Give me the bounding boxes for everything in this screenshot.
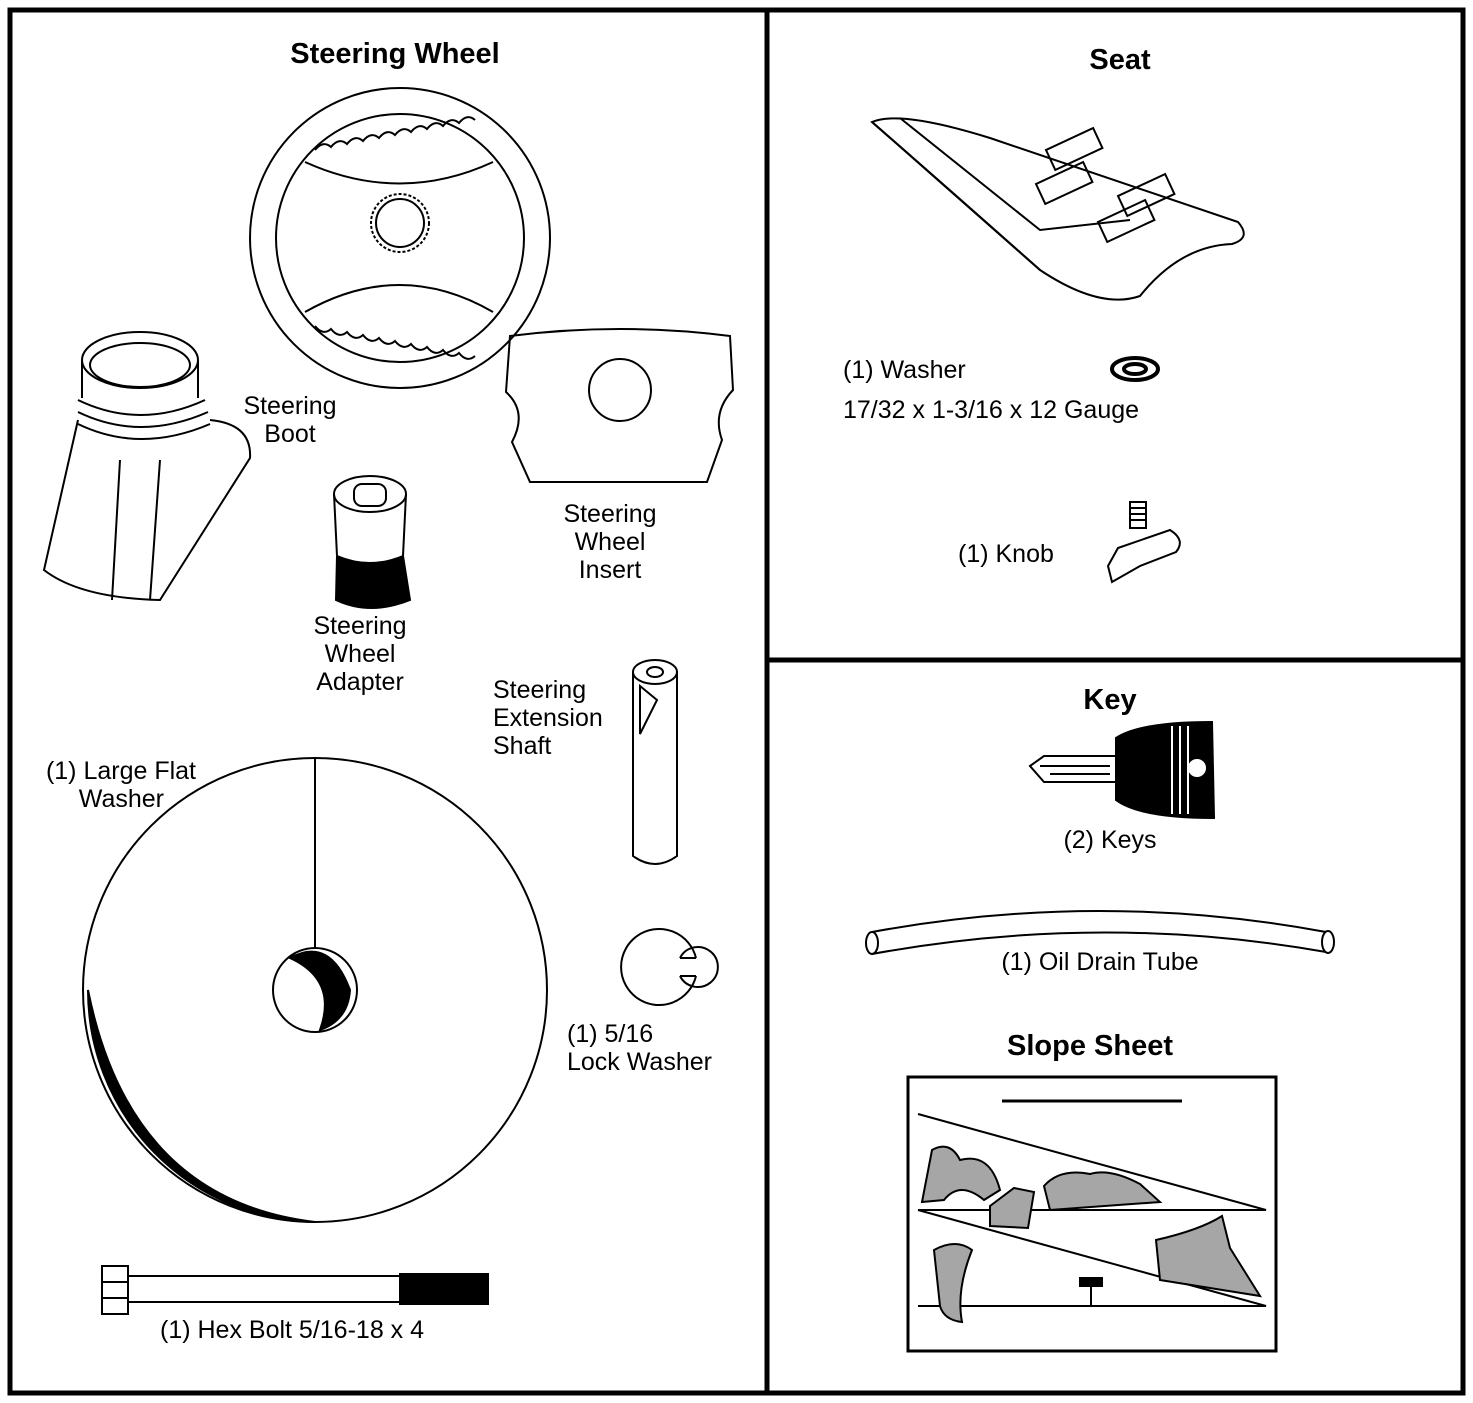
- knob-label: (1) Knob: [958, 540, 1054, 568]
- lock-washer-illustration: [620, 928, 719, 1006]
- key-title: Key: [1083, 684, 1137, 716]
- steering-boot-illustration: [42, 331, 252, 602]
- lock-washer-label: (1) 5/16 Lock Washer: [567, 1020, 712, 1076]
- knob-illustration: [1106, 501, 1181, 584]
- washer-illustration: [1110, 356, 1160, 382]
- hex-bolt-label: (1) Hex Bolt 5/16-18 x 4: [160, 1316, 425, 1344]
- steering-wheel-insert-label: Steering Wheel Insert: [540, 500, 680, 584]
- oil-drain-tube-label: (1) Oil Drain Tube: [1001, 948, 1199, 976]
- steering-extension-shaft-label-line-1: Steering: [493, 676, 587, 704]
- steering-boot-label: Steering Boot: [230, 392, 350, 448]
- steering-wheel-adapter-illustration: [333, 475, 412, 609]
- large-flat-washer-label-line-2: Washer: [78, 785, 164, 813]
- slope-sheet-title: Slope Sheet: [1007, 1030, 1173, 1062]
- steering-wheel-adapter-label-line-1: Steering: [313, 612, 407, 640]
- key-illustration: [1028, 720, 1216, 820]
- large-flat-washer-label-line-1: (1) Large Flat: [45, 757, 196, 785]
- large-flat-washer-illustration: [82, 757, 548, 1223]
- seat-title: Seat: [1089, 44, 1151, 76]
- washer-label: (1) Washer: [843, 356, 966, 384]
- steering-extension-shaft-label: Steering Extension Shaft: [493, 676, 603, 760]
- steering-wheel-adapter-label: Steering Wheel Adapter: [290, 612, 430, 696]
- steering-wheel-insert-label-line-2: Wheel: [574, 528, 646, 556]
- steering-wheel-adapter-label-line-3: Adapter: [316, 668, 404, 696]
- washer-spec-label: 17/32 x 1-3/16 x 12 Gauge: [843, 396, 1140, 424]
- steering-wheel-title: Steering Wheel: [290, 38, 500, 70]
- oil-drain-tube-illustration: [865, 910, 1335, 955]
- steering-wheel-insert-illustration: [504, 328, 735, 483]
- lock-washer-label-line-2: Lock Washer: [567, 1048, 712, 1076]
- lock-washer-label-line-1: (1) 5/16: [567, 1020, 654, 1048]
- keys-label: (2) Keys: [1063, 826, 1157, 854]
- steering-extension-shaft-label-line-3: Shaft: [493, 732, 552, 760]
- steering-boot-label-line-1: Steering: [243, 392, 337, 420]
- hex-bolt-illustration: [101, 1265, 489, 1315]
- steering-extension-shaft-label-line-2: Extension: [493, 704, 603, 732]
- steering-wheel-insert-label-line-1: Steering: [563, 500, 657, 528]
- steering-extension-shaft-illustration: [632, 659, 678, 865]
- steering-wheel-adapter-label-line-2: Wheel: [324, 640, 396, 668]
- large-flat-washer-label: (1) Large Flat Washer: [20, 757, 196, 813]
- steering-wheel-insert-label-line-3: Insert: [578, 556, 642, 584]
- frame: [7, 7, 1466, 1396]
- slope-sheet-illustration: [906, 1075, 1278, 1353]
- seat-illustration: [870, 117, 1245, 301]
- steering-wheel-illustration: [249, 87, 551, 389]
- steering-boot-label-line-2: Boot: [264, 420, 316, 448]
